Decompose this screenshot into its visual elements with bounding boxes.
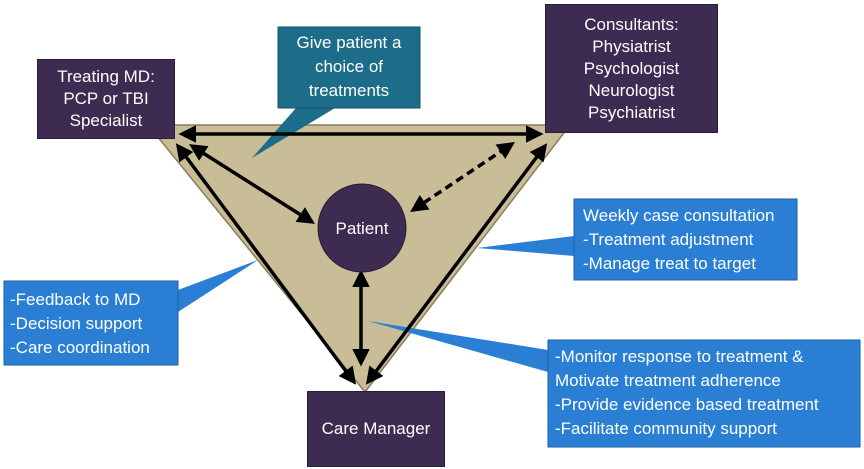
monitor-callout-box — [547, 339, 861, 448]
weekly-line-2: -Treatment adjustment — [583, 230, 754, 249]
monitor-line-1: -Monitor response to treatment & — [555, 347, 804, 366]
feedback-line-2: -Decision support — [10, 314, 143, 333]
consultants-line-2: Physiatrist — [592, 36, 671, 56]
monitor-line-4: -Facilitate community support — [555, 419, 778, 438]
treating-md-line-3: Specialist — [69, 111, 143, 130]
consultants-line-4: Neurologist — [588, 80, 675, 100]
consultants-node: Consultants: Physiatrist Psychologist Ne… — [545, 4, 718, 133]
feedback-callout-box — [3, 280, 179, 366]
feedback-callout-text: -Feedback to MD -Decision support -Care … — [10, 288, 150, 360]
weekly-callout-text: Weekly case consultation -Treatment adju… — [583, 204, 775, 276]
feedback-line-1: -Feedback to MD — [10, 290, 141, 309]
feedback-line-3: -Care coordination — [10, 338, 150, 357]
treating-md-line-2: PCP or TBI — [63, 89, 149, 108]
arrow-consultants-caremanager — [365, 143, 548, 385]
monitor-line-3: -Provide evidence based treatment — [555, 395, 819, 414]
patient-node — [317, 183, 407, 273]
weekly-callout-pointer — [477, 236, 574, 256]
arrow-patient-consultants-dashed — [410, 142, 515, 212]
patient-label: Patient — [336, 219, 389, 238]
consultants-line-1: Consultants: — [584, 14, 679, 34]
care-manager-label: Care Manager — [321, 419, 431, 438]
weekly-line-3: -Manage treat to target — [583, 254, 756, 273]
weekly-callout-box — [573, 198, 798, 281]
consultants-line-3: Psychologist — [583, 58, 680, 78]
feedback-callout-pointer — [178, 260, 258, 312]
care-manager-node: Care Manager — [307, 391, 445, 467]
treating-md-line-1: Treating MD: — [57, 67, 155, 86]
arrow-md-caremanager — [175, 143, 357, 385]
treating-md-node: Treating MD: PCP or TBI Specialist — [37, 59, 175, 139]
monitor-line-2: Motivate treatment adherence — [555, 371, 781, 390]
choice-line-1: Give patient a — [296, 33, 402, 52]
choice-callout-box — [277, 26, 421, 109]
choice-line-3: treatments — [308, 81, 390, 100]
monitor-callout-text: -Monitor response to treatment & Motivat… — [555, 345, 819, 441]
choice-line-2: choice of — [314, 57, 384, 76]
weekly-line-1: Weekly case consultation — [583, 206, 775, 225]
consultants-line-5: Psychiatrist — [588, 102, 675, 122]
choice-callout-text: Give patient a choice of treatments — [278, 31, 420, 103]
